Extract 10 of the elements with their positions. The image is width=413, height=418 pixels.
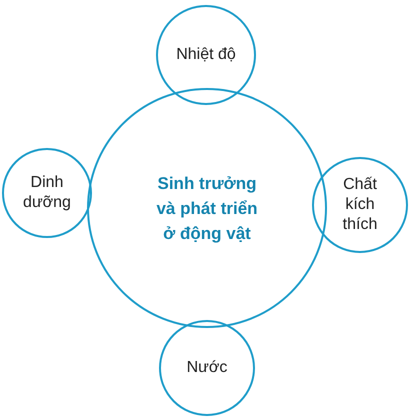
factor-circle xyxy=(312,157,408,253)
factor-circle xyxy=(2,148,92,238)
topic-title: Sinh trưởng và phát triển ở động vật xyxy=(155,172,259,245)
factor-circle xyxy=(156,5,256,105)
factor-label: Chất kích thích xyxy=(342,175,378,235)
factor-circle xyxy=(159,320,255,416)
factor-label: Nhiệt độ xyxy=(175,45,237,65)
topic-circle xyxy=(87,88,327,328)
factor-label: Dinh dưỡng xyxy=(22,173,72,213)
factor-label: Nước xyxy=(186,358,228,378)
